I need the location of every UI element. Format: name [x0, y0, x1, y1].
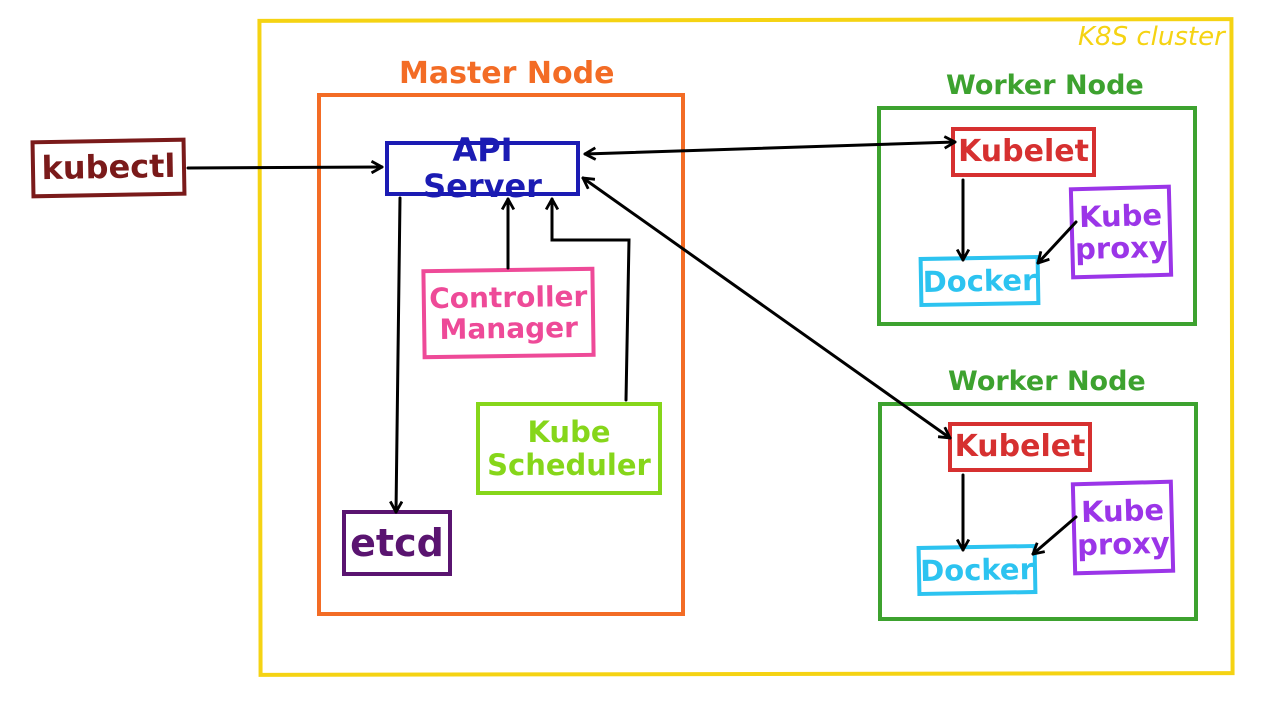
- arrow-proxy1-to-docker1: [1036, 220, 1078, 265]
- api-server-box: API Server: [385, 132, 580, 203]
- arrow-kubectl-to-api: [186, 167, 384, 168]
- api-server-label: API Server: [423, 130, 542, 205]
- kubelet-1-box: Kubelet: [951, 127, 1096, 177]
- worker-node-2-frame: [878, 402, 1198, 621]
- kubelet-2-label: Kubelet: [954, 429, 1086, 465]
- arrow-api-kubelet-2: [581, 176, 952, 440]
- arrow-proxy2-to-docker2: [1031, 515, 1078, 556]
- worker-node-1-label: Worker Node: [946, 70, 1144, 101]
- cluster-label: K8S cluster: [1078, 22, 1225, 52]
- etcd-label: etcd: [350, 520, 444, 565]
- worker-node-2-label: Worker Node: [948, 366, 1146, 397]
- etcd-box: etcd: [342, 510, 452, 576]
- kubelet-1-label: Kubelet: [958, 134, 1089, 170]
- arrow-api-to-etcd: [396, 196, 400, 514]
- arrow-api-kubelet-1: [583, 142, 957, 154]
- arrow-scheduler-to-api: [552, 197, 631, 402]
- master-node-label: Master Node: [399, 56, 615, 91]
- kubelet-2-box: Kubelet: [948, 422, 1092, 472]
